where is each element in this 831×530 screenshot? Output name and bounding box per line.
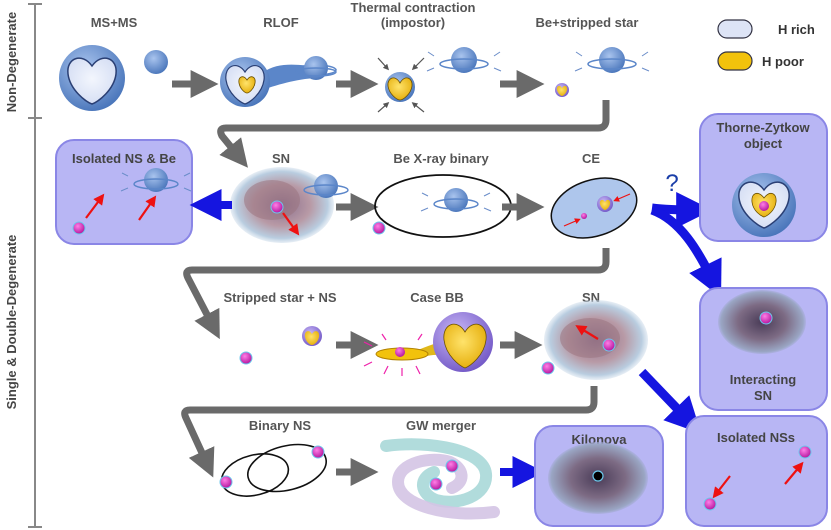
ce-blue-arrows (650, 191, 722, 298)
sn-row3-graphic (541, 300, 648, 380)
label-stripped-ns: Stripped star + NS (223, 290, 336, 305)
connector-row1-to-sn (217, 100, 610, 168)
be-stripped-stars (555, 47, 650, 97)
label-isolated-nss: Isolated NSs (717, 430, 795, 445)
legend-h-poor-label: H poor (762, 54, 804, 69)
label-be-xray: Be X-ray binary (393, 151, 489, 166)
arrow-sn-to-isolated-nss (638, 368, 702, 434)
label-impostor: (impostor) (381, 15, 445, 30)
gw-merger-graphic (380, 438, 500, 520)
legend-h-poor-swatch (717, 51, 753, 71)
legend (717, 19, 753, 71)
rlof-system (220, 56, 337, 107)
isolated-nss-graphic (703, 445, 812, 511)
label-interacting-sn: SN (754, 388, 772, 403)
section-axis (28, 3, 42, 528)
label-case-bb: Case BB (410, 290, 463, 305)
label-thermal-contraction: Thermal contraction (351, 0, 476, 15)
ce-graphic (550, 177, 638, 239)
stripped-ns-graphic (239, 326, 322, 365)
label-ms-ms: MS+MS (91, 15, 138, 30)
section-label-degenerate: Single & Double-Degenerate (4, 235, 19, 410)
label-sn-row2: SN (272, 151, 290, 166)
legend-h-rich-label: H rich (778, 22, 815, 37)
ms-ms-stars (59, 45, 168, 111)
label-tz-object: object (744, 136, 783, 151)
label-isolated-ns-be: Isolated NS & Be (72, 151, 176, 166)
thorne-zytkow-graphic (732, 173, 796, 237)
legend-h-rich-swatch (717, 19, 753, 39)
thermal-contraction-stars (377, 47, 502, 113)
label-ce: CE (582, 151, 600, 166)
label-gw-merger: GW merger (406, 418, 476, 433)
connector-sn-to-binary (181, 386, 598, 478)
binary-ns-graphic (219, 443, 327, 497)
section-label-non-degenerate: Non-Degenerate (4, 12, 19, 112)
connector-ce-to-stripped (183, 248, 610, 340)
label-interacting: Interacting (730, 372, 797, 387)
kilonova-graphic (548, 442, 648, 514)
label-binary-ns: Binary NS (249, 418, 311, 433)
question-mark: ? (665, 170, 678, 197)
label-rlof: RLOF (263, 15, 298, 30)
interacting-sn-graphic (718, 290, 806, 354)
isolated-ns-be-content (72, 168, 192, 235)
label-be-stripped: Be+stripped star (536, 15, 639, 30)
label-thorne-zytkow: Thorne-Zytkow (716, 120, 810, 135)
isolated-nss-box (685, 415, 828, 527)
case-bb-graphic (363, 312, 493, 376)
sn-row2-graphic (230, 167, 349, 243)
be-xray-graphic (372, 174, 512, 238)
